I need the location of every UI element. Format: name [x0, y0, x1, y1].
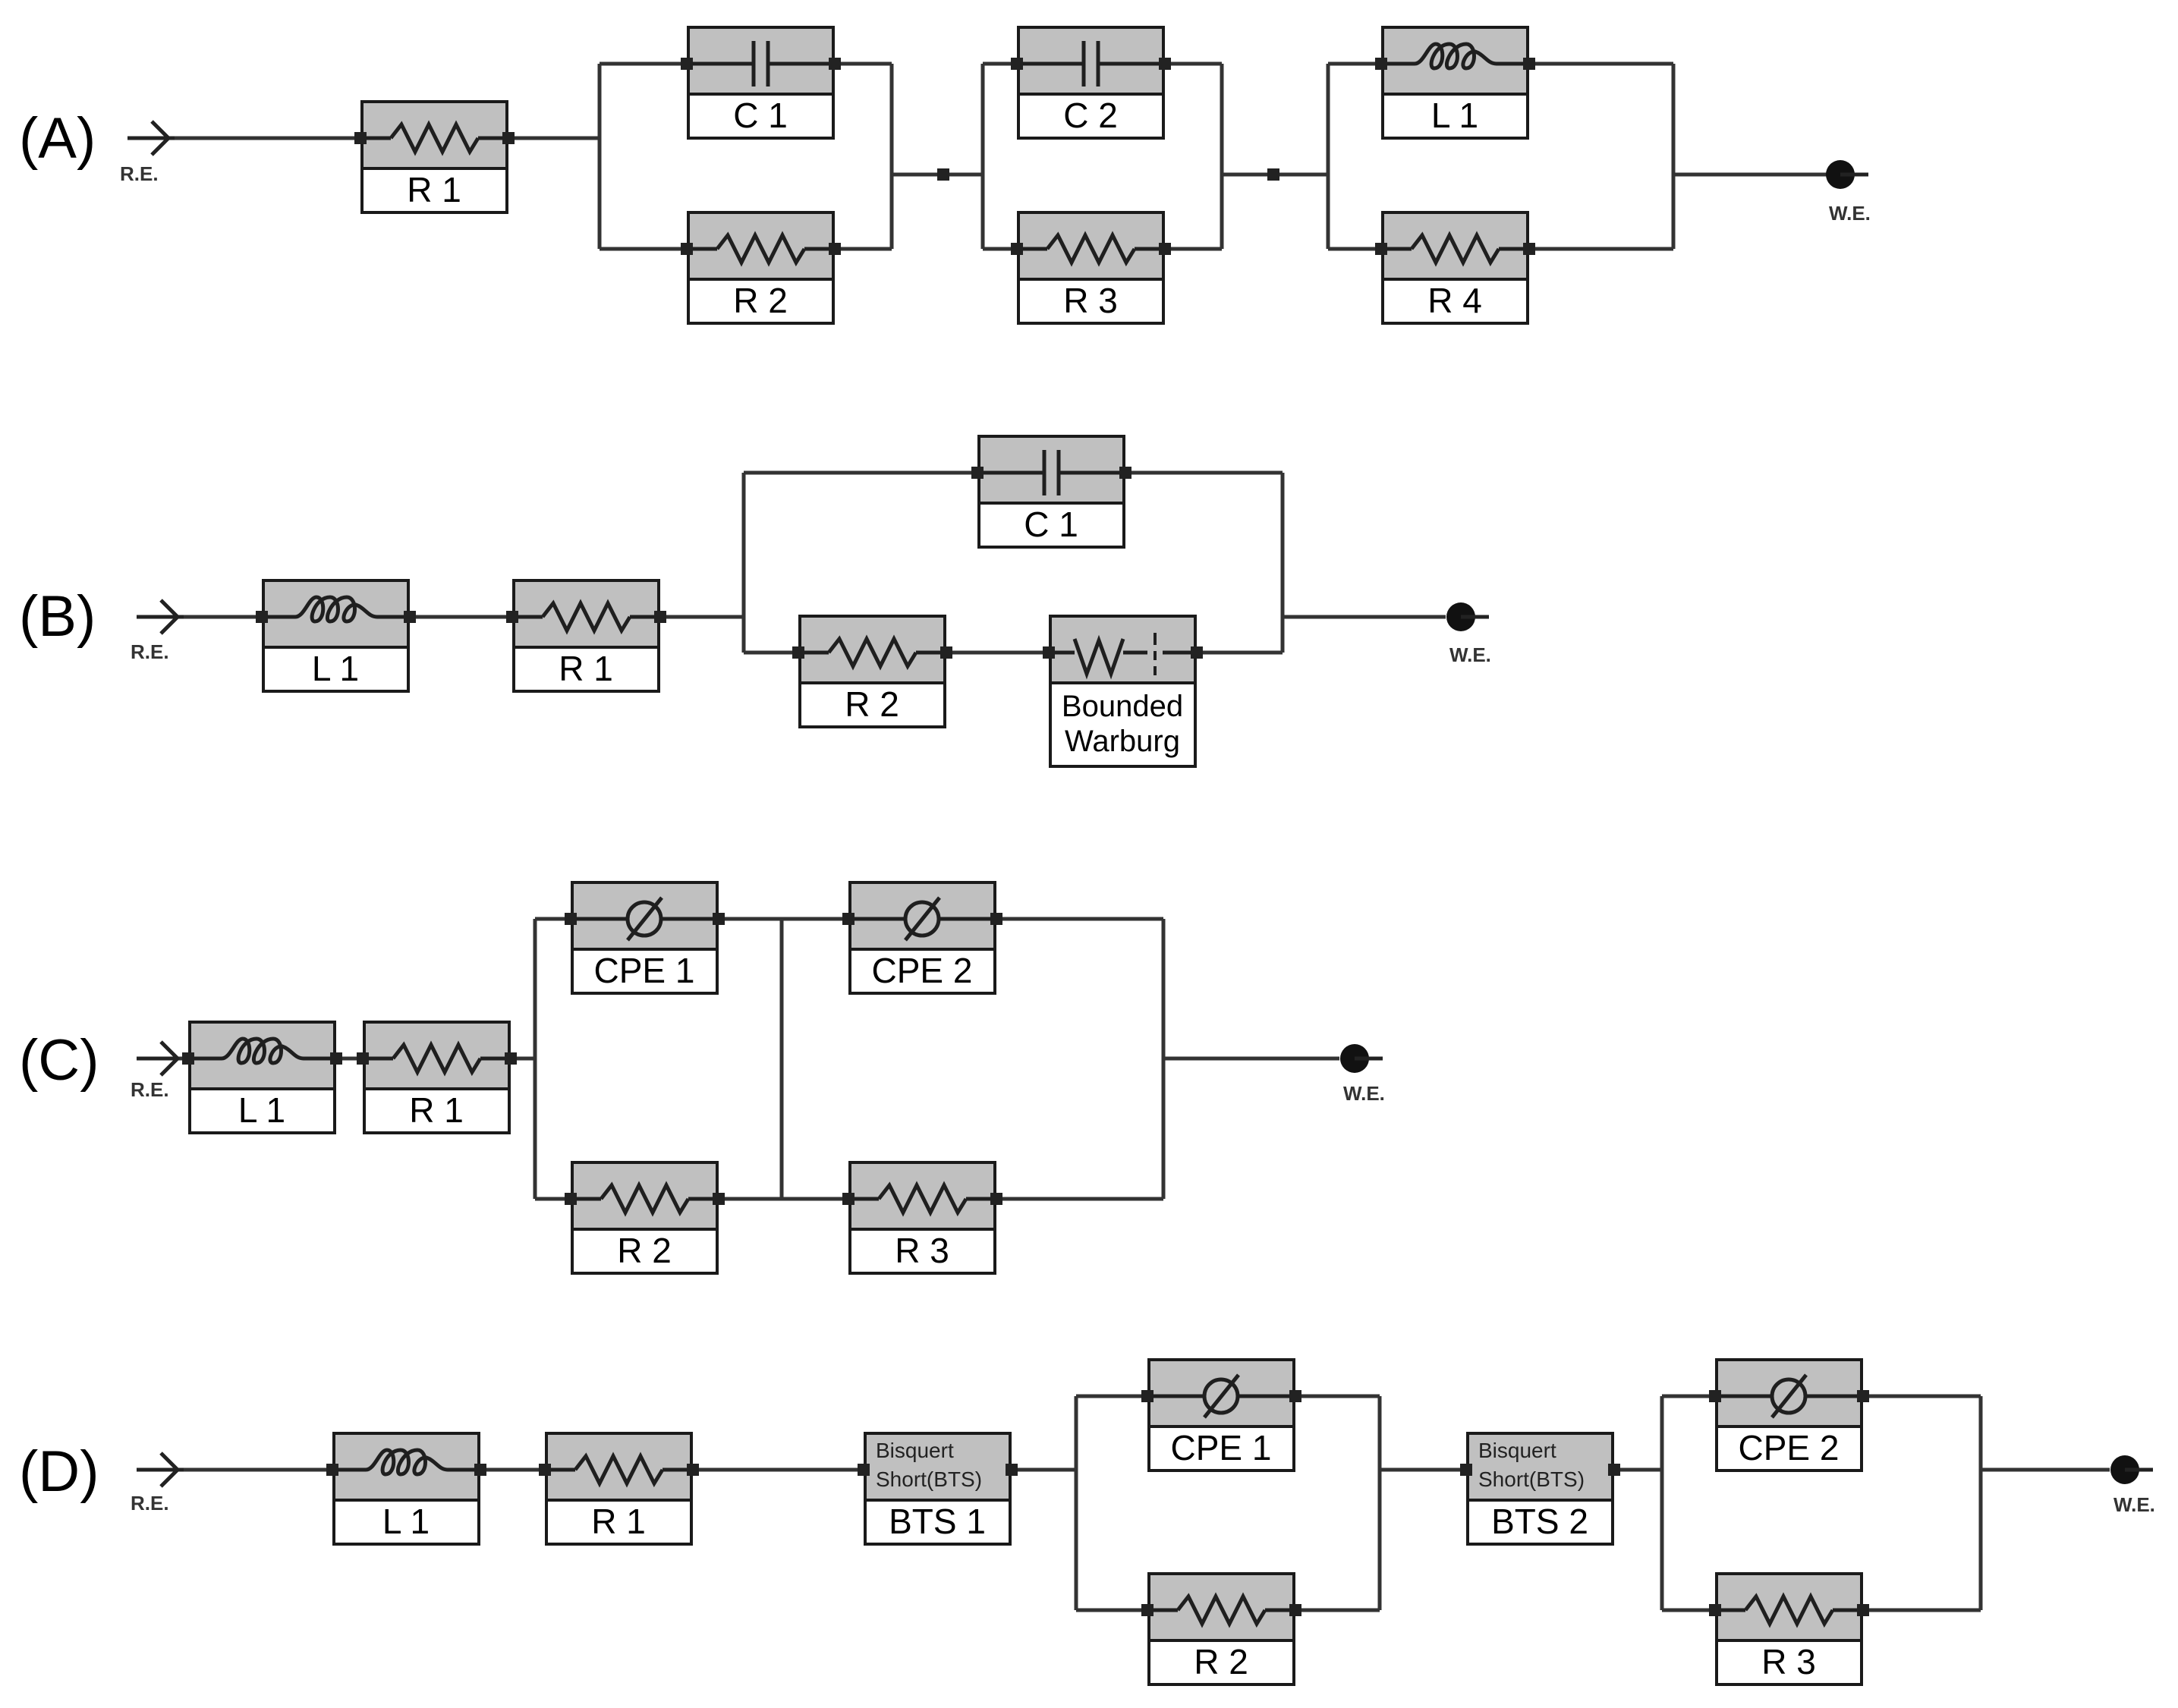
- component-label: R 1: [409, 1090, 464, 1130]
- reference-electrode-terminal: R.E.: [131, 1452, 184, 1515]
- svg-text:W.E.: W.E.: [1829, 202, 1871, 225]
- svg-text:R.E.: R.E.: [131, 1492, 169, 1515]
- wires: [184, 470, 1446, 655]
- cpe-2: CPE 2: [842, 881, 1002, 995]
- capacitor-c1: C 1: [681, 26, 841, 140]
- working-electrode-terminal: W.E.: [1826, 160, 1871, 225]
- component-label: L 1: [238, 1090, 285, 1130]
- bts-1: Bisquert Short(BTS) BTS 1: [858, 1432, 1018, 1546]
- component-label: R 2: [733, 281, 788, 320]
- circuit-a: (A): [19, 26, 1871, 325]
- component-header: Bisquert: [1478, 1439, 1556, 1462]
- resistor-r4: R 4: [1375, 211, 1535, 325]
- component-label: C 2: [1063, 96, 1118, 135]
- resistor-r3: R 3: [1709, 1572, 1869, 1686]
- inductor-l1: L 1: [256, 579, 416, 693]
- component-label: R 4: [1427, 281, 1482, 320]
- reference-electrode-terminal: R.E.: [131, 599, 184, 663]
- component-label: R 1: [407, 170, 461, 209]
- component-label: R 3: [1063, 281, 1118, 320]
- component-label: R 2: [617, 1231, 672, 1270]
- svg-text:W.E.: W.E.: [1343, 1082, 1385, 1105]
- component-label: BTS 2: [1491, 1502, 1588, 1541]
- resistor-r3: R 3: [1011, 211, 1171, 325]
- resistor-r2: R 2: [1141, 1572, 1301, 1686]
- circuit-d: (D) R.E.: [19, 1358, 2155, 1686]
- svg-text:W.E.: W.E.: [2113, 1493, 2155, 1516]
- wires: [175, 61, 1829, 251]
- circuit-c: (C) R.E. W.E.: [19, 881, 1385, 1275]
- svg-text:R.E.: R.E.: [120, 162, 159, 185]
- component-label: CPE 1: [594, 951, 695, 990]
- component-label: L 1: [1431, 96, 1478, 135]
- component-header: Short(BTS): [1478, 1467, 1585, 1491]
- component-label: C 1: [733, 96, 788, 135]
- component-label: R 3: [1761, 1642, 1816, 1681]
- component-label: L 1: [312, 649, 359, 688]
- component-label: CPE 2: [1739, 1428, 1840, 1467]
- bts-2: Bisquert Short(BTS) BTS 2: [1460, 1432, 1620, 1546]
- component-label: R 2: [845, 684, 899, 724]
- component-label: Warburg: [1065, 725, 1180, 758]
- cpe-2: CPE 2: [1709, 1358, 1869, 1472]
- working-electrode-terminal: W.E.: [1446, 602, 1491, 666]
- working-electrode-terminal: W.E.: [1340, 1044, 1385, 1105]
- resistor-r3: R 3: [842, 1161, 1002, 1275]
- inductor-l1: L 1: [326, 1432, 486, 1546]
- cpe-1: CPE 1: [565, 881, 725, 995]
- resistor-r1: R 1: [357, 1021, 517, 1134]
- component-label: CPE 1: [1171, 1428, 1272, 1467]
- bounded-warburg-element: Bounded Warburg: [1043, 615, 1203, 768]
- circuit-b: (B) R.E. W.E.: [19, 435, 1491, 768]
- circuit-label: (A): [19, 106, 96, 171]
- resistor-r2: R 2: [681, 211, 841, 325]
- inductor-l1: L 1: [182, 1021, 342, 1134]
- circuit-label: (B): [19, 584, 96, 649]
- junction-node: [937, 168, 949, 181]
- circuit-label: (C): [19, 1028, 99, 1093]
- component-label: C 1: [1024, 505, 1078, 544]
- resistor-r1: R 1: [506, 579, 666, 693]
- resistor-r2: R 2: [565, 1161, 725, 1275]
- reference-electrode-terminal: R.E.: [131, 1040, 181, 1101]
- circuit-label: (D): [19, 1439, 99, 1504]
- wires: [184, 1394, 2110, 1612]
- resistor-r1: R 1: [354, 100, 515, 214]
- component-label: R 3: [895, 1231, 949, 1270]
- reference-electrode-terminal: R.E.: [120, 120, 175, 185]
- wires: [176, 917, 1339, 1201]
- capacitor-c1: C 1: [971, 435, 1131, 549]
- capacitor-c2: C 2: [1011, 26, 1171, 140]
- component-label: L 1: [382, 1502, 430, 1541]
- resistor-r1: R 1: [539, 1432, 699, 1546]
- svg-text:R.E.: R.E.: [131, 640, 169, 663]
- junction-node: [1267, 168, 1279, 181]
- component-label: BTS 1: [889, 1502, 986, 1541]
- cpe-1: CPE 1: [1141, 1358, 1301, 1472]
- component-label: R 1: [591, 1502, 646, 1541]
- resistor-r2: R 2: [792, 615, 952, 728]
- component-label: R 1: [559, 649, 613, 688]
- working-electrode-terminal: W.E.: [2110, 1455, 2155, 1516]
- component-label: Bounded: [1062, 690, 1183, 723]
- component-header: Short(BTS): [876, 1467, 982, 1491]
- svg-text:W.E.: W.E.: [1449, 643, 1491, 666]
- svg-text:R.E.: R.E.: [131, 1078, 169, 1101]
- component-header: Bisquert: [876, 1439, 954, 1462]
- component-label: CPE 2: [872, 951, 973, 990]
- inductor-l1: L 1: [1375, 26, 1535, 140]
- component-label: R 2: [1194, 1642, 1248, 1681]
